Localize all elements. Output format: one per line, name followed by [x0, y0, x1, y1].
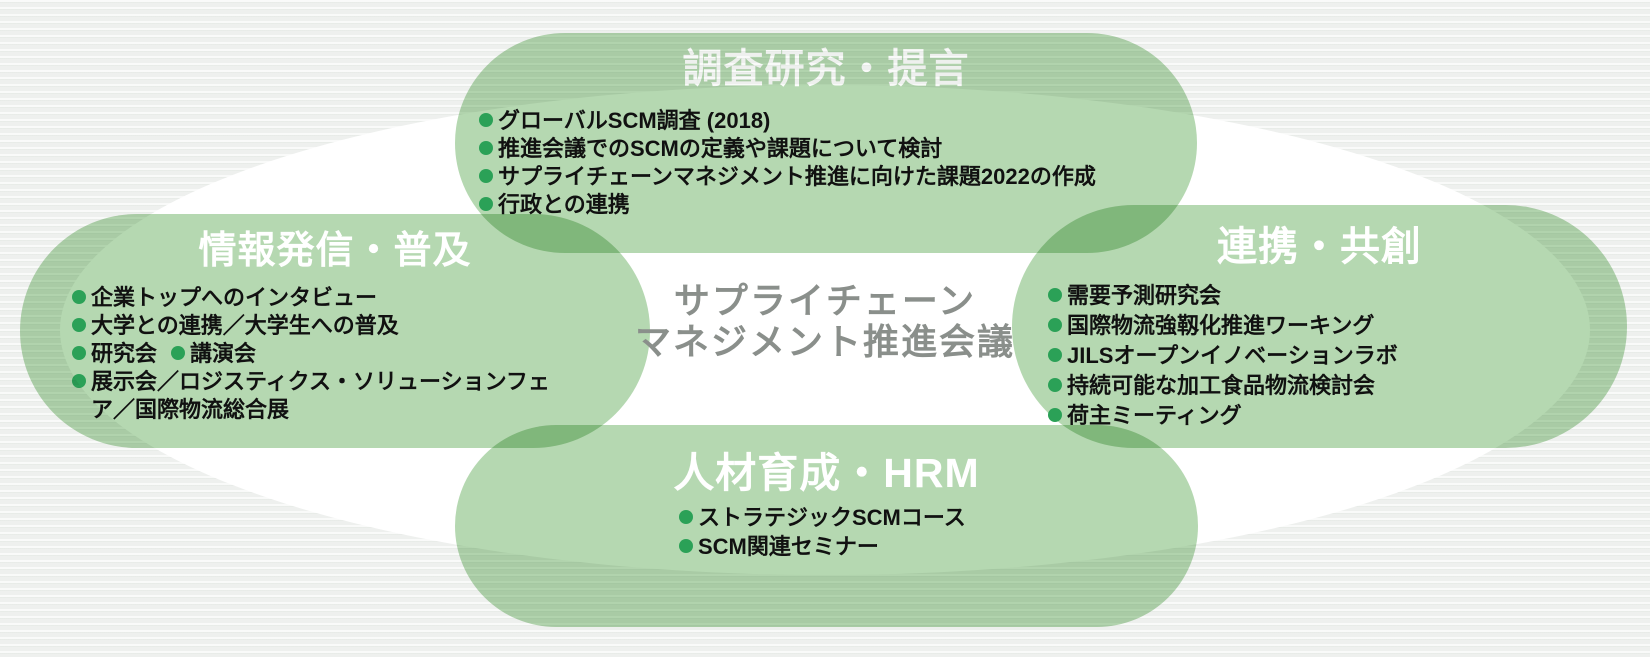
- list-item: グローバルSCM調査 (2018): [479, 107, 1096, 135]
- list-item: 研究会講演会: [72, 340, 571, 368]
- bullet-dot-icon: [479, 113, 493, 127]
- council-label: サプライチェーン マネジメント推進会議: [575, 280, 1075, 362]
- bullet-dot-icon: [1048, 378, 1062, 392]
- list-item: 行政との連携: [479, 191, 1096, 219]
- section-collab-title: 連携・共創: [1217, 225, 1422, 269]
- section-research-list: グローバルSCM調査 (2018) 推進会議でのSCMの定義や課題について検討 …: [479, 107, 1096, 219]
- bullet-dot-icon: [479, 169, 493, 183]
- section-collab-list: 需要予測研究会 国際物流強靱化推進ワーキング JILSオープンイノベーションラボ…: [1048, 281, 1398, 431]
- list-item: サプライチェーンマネジメント推進に向けた課題2022の作成: [479, 163, 1096, 191]
- list-item: 企業トップへのインタビュー: [72, 284, 571, 312]
- section-hrm: 人材育成・HRM ストラテジックSCMコース SCM関連セミナー: [455, 425, 1198, 627]
- section-hrm-list: ストラテジックSCMコース SCM関連セミナー: [679, 503, 966, 561]
- bullet-dot-icon: [479, 141, 493, 155]
- bullet-dot-icon: [72, 346, 86, 360]
- bullet-dot-icon: [479, 197, 493, 211]
- bullet-dot-icon: [72, 318, 86, 332]
- list-item: 荷主ミーティング: [1048, 401, 1398, 431]
- list-item: 展示会／ロジスティクス・ソリューションフェア／国際物流総合展: [72, 368, 571, 424]
- council-label-line1: サプライチェーン: [673, 280, 977, 321]
- list-item: ストラテジックSCMコース: [679, 503, 966, 532]
- bullet-dot-icon: [72, 290, 86, 304]
- list-item: SCM関連セミナー: [679, 532, 966, 561]
- section-collab: 連携・共創 需要予測研究会 国際物流強靱化推進ワーキング JILSオープンイノベ…: [1012, 205, 1627, 448]
- list-item: JILSオープンイノベーションラボ: [1048, 341, 1398, 371]
- bullet-dot-icon: [171, 346, 186, 360]
- section-research: 調査研究・提言 グローバルSCM調査 (2018) 推進会議でのSCMの定義や課…: [455, 33, 1197, 253]
- bullet-dot-icon: [1048, 288, 1062, 302]
- section-info: 情報発信・普及 企業トップへのインタビュー 大学との連携／大学生への普及 研究会…: [20, 214, 650, 448]
- list-item: 大学との連携／大学生への普及: [72, 312, 571, 340]
- list-item: 持続可能な加工食品物流検討会: [1048, 371, 1398, 401]
- bullet-dot-icon: [1048, 318, 1062, 332]
- bullet-dot-icon: [1048, 408, 1062, 422]
- section-hrm-title: 人材育成・HRM: [673, 450, 980, 496]
- list-item: 国際物流強靱化推進ワーキング: [1048, 311, 1398, 341]
- bullet-dot-icon: [679, 539, 693, 553]
- bullet-dot-icon: [679, 510, 693, 524]
- section-info-title: 情報発信・普及: [198, 230, 472, 272]
- bullet-dot-icon: [72, 374, 86, 388]
- list-item: 推進会議でのSCMの定義や課題について検討: [479, 135, 1096, 163]
- section-research-title: 調査研究・提言: [682, 47, 970, 91]
- council-label-line2: マネジメント推進会議: [634, 321, 1015, 362]
- section-info-list: 企業トップへのインタビュー 大学との連携／大学生への普及 研究会講演会 展示会／…: [72, 284, 571, 424]
- list-item: 需要予測研究会: [1048, 281, 1398, 311]
- bullet-dot-icon: [1048, 348, 1062, 362]
